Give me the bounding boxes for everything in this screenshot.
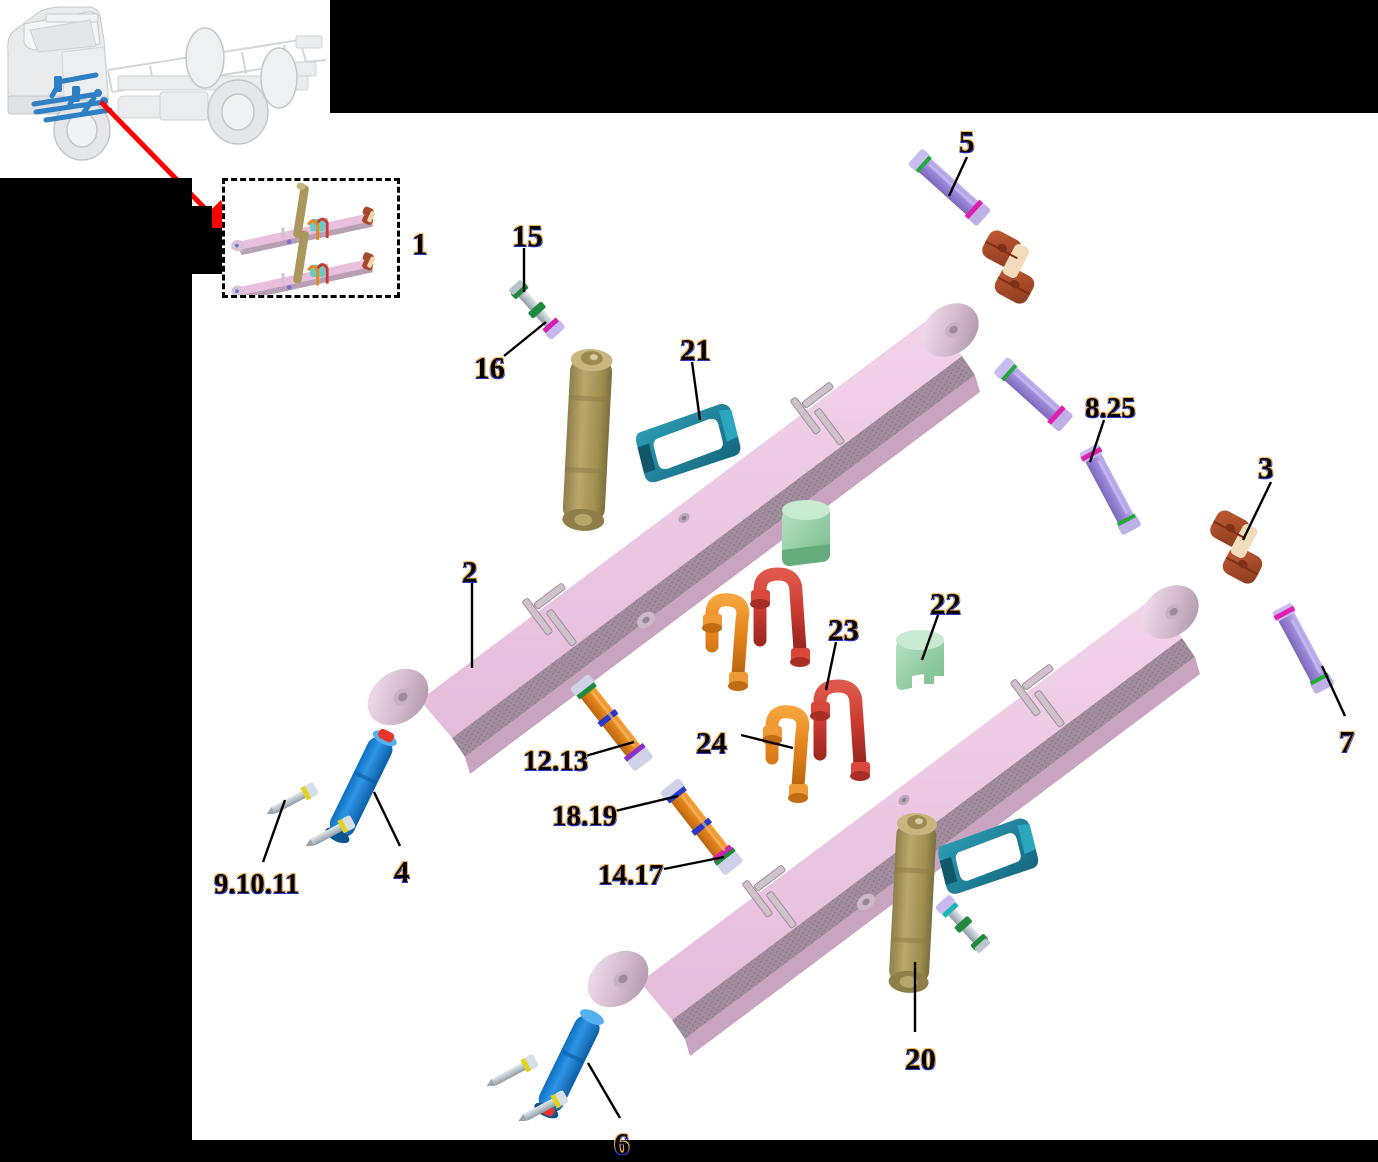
spacer-block-green-notched — [896, 630, 944, 690]
stud-bolt-green-lower — [935, 895, 990, 953]
callout-9-10-11: 9.10.11 — [214, 868, 300, 900]
callout-12-13: 12.13 — [523, 745, 589, 777]
bushing-pair-brown-top — [982, 230, 1035, 304]
callout-6: 6 — [614, 1126, 630, 1161]
stud-bolt-green-upper — [509, 280, 565, 340]
callout-24: 24 — [696, 725, 727, 760]
callout-1: 1 — [412, 226, 428, 261]
bracket-teal-upper — [635, 404, 741, 483]
bolt-orange-upper — [570, 674, 653, 771]
matte-region-top — [330, 0, 1378, 113]
spacer-block-green-tall — [782, 500, 830, 566]
pin-bolt-purple-top — [908, 149, 991, 226]
pin-bolt-purple-mid — [1079, 444, 1141, 535]
callout-21: 21 — [680, 332, 711, 367]
u-bolt-red — [750, 567, 870, 781]
callout-3: 3 — [1258, 450, 1274, 485]
callout-22: 22 — [930, 586, 961, 621]
callout-23: 23 — [828, 612, 859, 647]
truck-chassis-thumbnail — [7, 6, 327, 161]
bracket-teal-lower — [938, 818, 1039, 894]
callout-16: 16 — [474, 350, 505, 385]
shock-absorber-khaki-upper — [562, 349, 613, 531]
matte-region-bottom — [0, 1140, 1378, 1162]
pin-bolt-purple-right — [1272, 603, 1334, 694]
callout-7: 7 — [1339, 724, 1355, 759]
bushing-pair-brown-right — [1210, 510, 1263, 584]
matte-region-left — [0, 178, 192, 1162]
callout-4: 4 — [394, 854, 410, 889]
callout-5: 5 — [959, 124, 975, 159]
callout-20: 20 — [905, 1041, 936, 1076]
callout-15: 15 — [512, 218, 543, 253]
matte-notch-a — [192, 206, 212, 228]
u-bolt-orange — [702, 593, 810, 803]
callout-2: 2 — [462, 554, 478, 589]
screws-washers-set — [266, 782, 569, 1122]
leaf-spring-upper — [367, 303, 980, 774]
pin-bolt-purple-upper-mid — [994, 357, 1073, 432]
assembled-leaf-spring-inset — [222, 178, 400, 298]
callout-18-19: 18.19 — [552, 800, 618, 832]
callout-14-17: 14.17 — [598, 859, 664, 891]
shock-absorber-khaki-lower — [888, 813, 937, 993]
callout-8-25: 8.25 — [1085, 392, 1136, 424]
leader-lines — [261, 156, 1347, 1119]
